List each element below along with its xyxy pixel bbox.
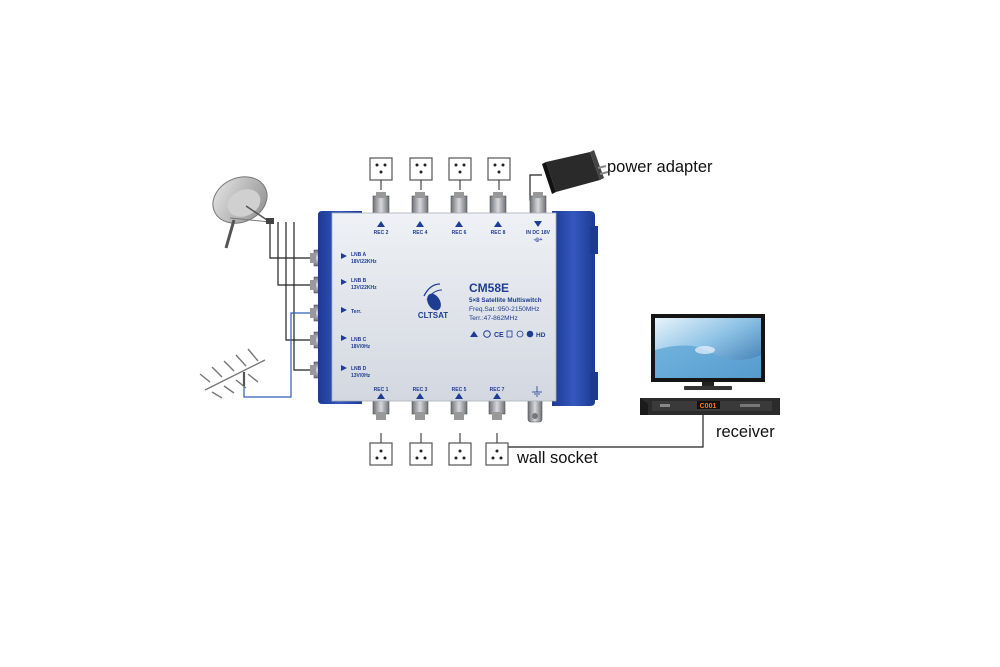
port-label-power: IN DC 18V [526,230,551,236]
hd-mark: HD [536,332,546,339]
model-description: 5×8 Satellite Multiswitch [469,297,542,304]
wall-socket-icon [487,157,511,190]
port-label-rec4: REC 4 [413,230,428,236]
ground-terminal-icon [527,395,543,423]
cable-lnb-a [269,222,318,259]
input-terr: Terr. [341,307,362,315]
top-connectors [372,192,547,215]
receiver-display: C001 [700,403,717,410]
port-label-rec6: REC 6 [452,230,467,236]
wall-socket-icon [409,157,433,190]
terrestrial-antenna-icon [199,348,266,399]
port-label-rec8: REC 8 [491,230,506,236]
wall-socket-icon [409,433,433,466]
certification-icons: CE HD [470,330,546,339]
svg-text:13V/22KHz: 13V/22KHz [351,285,377,291]
bottom-wall-sockets [369,433,509,466]
ce-mark: CE [494,332,504,339]
port-label-rec3: REC 3 [413,387,428,393]
svg-text:LNB B: LNB B [351,278,367,284]
wall-socket-label: wall socket [516,449,598,467]
wall-socket-icon [485,433,509,466]
input-lnb-b: LNB B 13V/22KHz [341,278,377,291]
receiver-icon: C001 [640,398,780,415]
svg-text:13V/0Hz: 13V/0Hz [351,373,371,379]
svg-text:LNB A: LNB A [351,252,366,258]
wall-socket-icon [448,433,472,466]
power-adapter-icon [542,150,609,194]
freq-terr: Terr.:47-862MHz [469,315,518,322]
svg-text:LNB D: LNB D [351,366,367,372]
wall-socket-icon [448,157,472,190]
top-arrow-icons [377,221,542,227]
receiver-label: receiver [716,423,775,441]
port-label-rec2: REC 2 [374,230,389,236]
top-wall-sockets [369,157,511,190]
svg-text:18V/0Hz: 18V/0Hz [351,344,371,350]
cable-lnb-b [277,222,318,286]
power-polarity-icon: -◎+ [534,237,543,243]
bottom-arrow-icons [377,393,501,399]
model-name: CM58E [469,281,509,295]
port-label-rec7: REC 7 [490,387,505,393]
tv-icon [651,314,765,390]
wall-socket-icon [369,157,393,190]
cable-terr [243,312,318,398]
freq-sat: Freq.Sat.:950-2150MHz [469,306,539,313]
multiswitch-device: REC 2 REC 4 REC 6 REC 8 IN DC 18V -◎+ RE… [310,192,598,423]
input-lnb-d: LNB D 13V/0Hz [341,365,371,379]
weee-icon [506,330,513,338]
recycle-icon [483,330,491,338]
port-label-rec1: REC 1 [374,387,389,393]
cltsat-logo: CLTSAT [418,283,448,320]
svg-text:LNB C: LNB C [351,337,367,343]
right-blue-rail [552,211,595,406]
svg-text:Terr.: Terr. [351,309,362,315]
front-panel [331,212,557,402]
port-label-rec5: REC 5 [452,387,467,393]
check-icon [526,330,534,338]
wall-socket-icon [369,433,393,466]
brand-name: CLTSAT [418,311,448,320]
energy-icon [516,330,524,338]
cable-lnb-c [285,222,318,341]
warning-icon [470,331,478,337]
input-lnb-c: LNB C 18V/0Hz [341,335,371,350]
power-adapter-label: power adapter [607,158,713,176]
input-lnb-a: LNB A 18V/22KHz [341,252,377,265]
satellite-dish-icon [212,176,274,249]
ground-symbol-icon [532,386,542,397]
svg-text:18V/22KHz: 18V/22KHz [351,259,377,265]
